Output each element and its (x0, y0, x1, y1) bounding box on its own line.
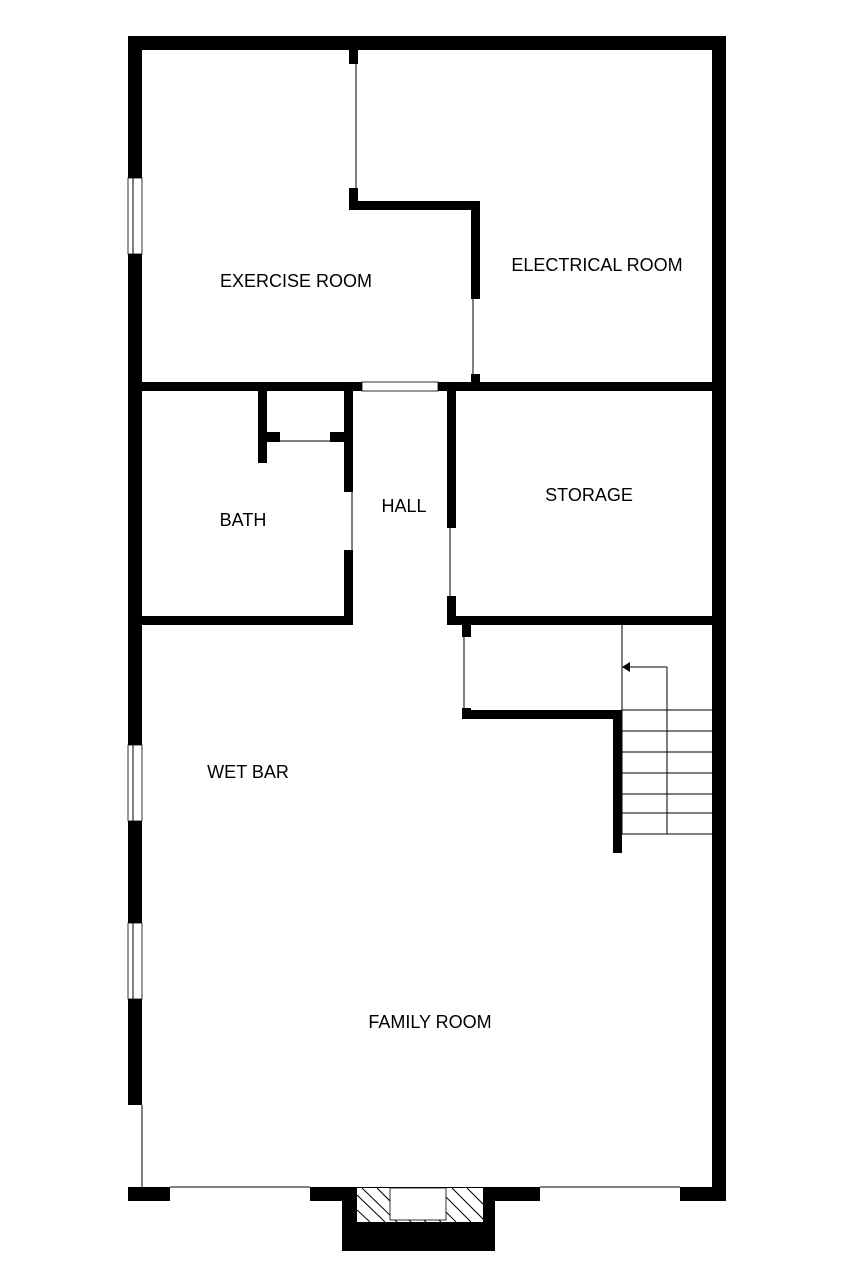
bottom-opening-right (540, 1187, 680, 1201)
label-hall: HALL (381, 496, 426, 516)
label-wet-bar: WET BAR (207, 762, 289, 782)
stairs (621, 625, 712, 835)
left-wall-opening (128, 1105, 142, 1187)
stair-wall (613, 710, 622, 853)
window-family (127, 922, 143, 1000)
wall-divider-vertical-top (349, 50, 358, 64)
window-exercise (127, 177, 143, 255)
exterior-wall-bottom-left (128, 1187, 170, 1201)
label-electrical-room: ELECTRICAL ROOM (511, 255, 682, 275)
bath-closet-left (258, 391, 267, 463)
wall-divider-horizontal (349, 201, 480, 210)
hall-top-opening (361, 381, 439, 392)
fireplace-back-wall (342, 1222, 495, 1251)
stair-closet-bottom (462, 710, 622, 719)
storage-left-wall-top (447, 391, 456, 528)
bottom-opening-left (170, 1187, 310, 1201)
label-family-room: FAMILY ROOM (368, 1012, 491, 1032)
wall-upper-left (142, 382, 362, 391)
interior-walls (142, 50, 712, 853)
fireplace-insert (389, 1187, 447, 1221)
label-exercise-room: EXERCISE ROOM (220, 271, 372, 291)
bath-right-wall-top (344, 391, 353, 492)
fireplace (342, 1187, 495, 1251)
label-bath: BATH (220, 510, 267, 530)
wall-upper-right (438, 382, 712, 391)
window-wet-bar (127, 744, 143, 822)
wall-divider-vertical-right-bottom (471, 374, 480, 386)
exterior-wall-bottom-right (680, 1187, 726, 1201)
storage-left-wall-bottom (447, 596, 456, 625)
stair-closet-nub (462, 625, 471, 637)
bath-closet-ledge-left (258, 432, 280, 442)
wall-divider-vertical-mid (349, 188, 358, 210)
exterior-wall-top (128, 36, 726, 50)
bath-right-wall-bottom (344, 550, 353, 625)
exterior-openings (128, 1105, 680, 1201)
exterior-walls (128, 36, 726, 1201)
wall-divider-vertical-right (471, 201, 480, 299)
bath-closet-ledge-right (330, 432, 350, 442)
room-labels: EXERCISE ROOM ELECTRICAL ROOM BATH HALL … (207, 255, 683, 1032)
exterior-wall-left (128, 36, 142, 1201)
label-storage: STORAGE (545, 485, 633, 505)
bath-bottom-wall (142, 616, 353, 625)
storage-bottom-wall (447, 616, 712, 625)
stair-arrow-head-icon (622, 662, 630, 672)
exterior-wall-right (712, 36, 726, 1201)
windows (127, 177, 143, 1000)
